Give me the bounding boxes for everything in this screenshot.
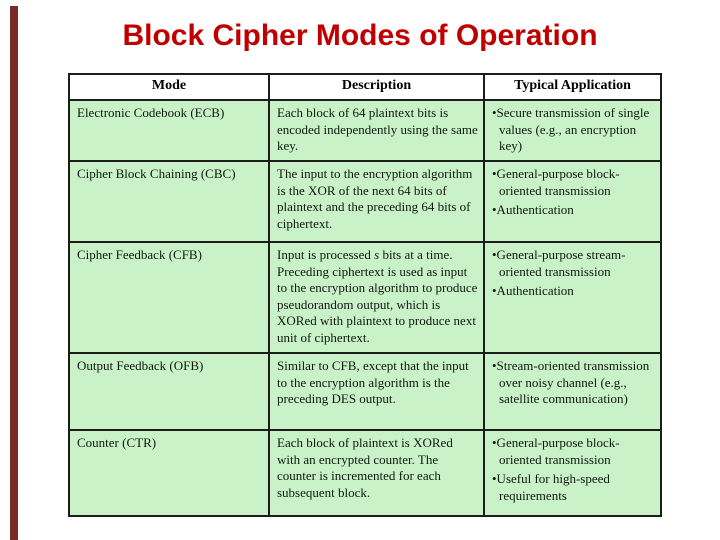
application-bullet-item: •General-purpose block-oriented transmis… (492, 166, 620, 198)
table-row-cbc: Cipher Block Chaining (CBC) The input to… (68, 160, 662, 243)
description-cell: Each block of plaintext is XORed with an… (268, 429, 485, 517)
mode-cell: Output Feedback (OFB) (68, 352, 270, 431)
application-bullet-item: •Secure transmission of single values (e… (492, 105, 650, 153)
application-bullet-item: •Useful for high-speed requirements (492, 471, 610, 503)
column-header-typical-application: Typical Application (483, 73, 662, 101)
application-cell: •Stream-oriented transmission over noisy… (483, 352, 662, 431)
column-header-mode: Mode (68, 73, 270, 101)
application-cell: •General-purpose block-oriented transmis… (483, 160, 662, 243)
table-row-cfb: Cipher Feedback (CFB) Input is processed… (68, 241, 662, 354)
application-bullet-item: •Authentication (492, 283, 574, 298)
application-bullet-item: •Authentication (492, 202, 574, 217)
description-cell: Similar to CFB, except that the input to… (268, 352, 485, 431)
table-row-ctr: Counter (CTR) Each block of plaintext is… (68, 429, 662, 517)
description-cell: Each block of 64 plaintext bits is encod… (268, 99, 485, 162)
mode-cell: Cipher Block Chaining (CBC) (68, 160, 270, 243)
application-bullet-item: •Stream-oriented transmission over noisy… (492, 358, 650, 406)
description-cell: The input to the encryption algorithm is… (268, 160, 485, 243)
left-accent-bar (10, 6, 18, 540)
application-bullet-item: •General-purpose stream-oriented transmi… (492, 247, 626, 279)
table-row-ofb: Output Feedback (OFB) Similar to CFB, ex… (68, 352, 662, 431)
slide-title: Block Cipher Modes of Operation (122, 19, 598, 52)
mode-cell: Counter (CTR) (68, 429, 270, 517)
column-header-description: Description (268, 73, 485, 101)
block-cipher-modes-table: Mode Description Typical Application Ele… (68, 73, 662, 517)
table-header-row: Mode Description Typical Application (68, 73, 662, 101)
application-cell: •General-purpose block-oriented transmis… (483, 429, 662, 517)
application-cell: •Secure transmission of single values (e… (483, 99, 662, 162)
mode-cell: Electronic Codebook (ECB) (68, 99, 270, 162)
table-row-ecb: Electronic Codebook (ECB) Each block of … (68, 99, 662, 162)
mode-cell: Cipher Feedback (CFB) (68, 241, 270, 354)
application-bullet-item: •General-purpose block-oriented transmis… (492, 435, 620, 467)
description-cell: Input is processed s bits at a time. Pre… (268, 241, 485, 354)
application-cell: •General-purpose stream-oriented transmi… (483, 241, 662, 354)
